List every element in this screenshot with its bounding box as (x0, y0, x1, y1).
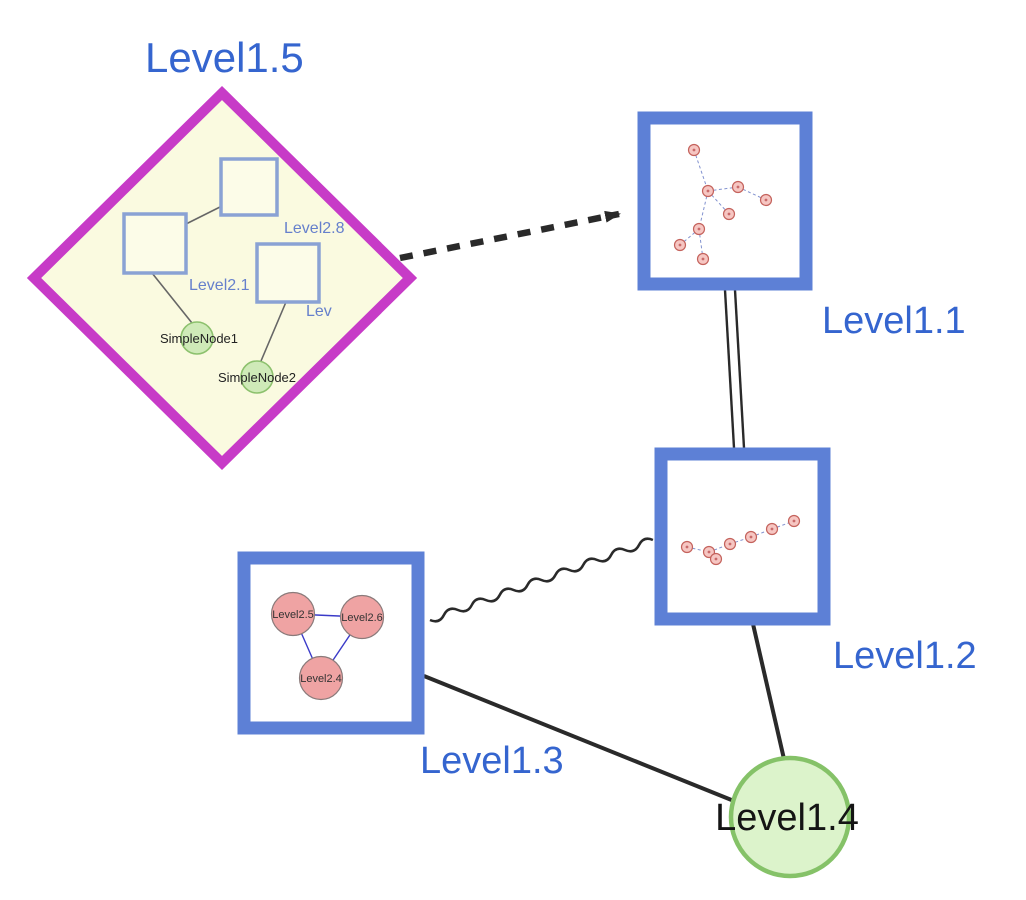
mini-node[interactable] (744, 530, 758, 544)
level14-circle-shape[interactable] (728, 755, 852, 879)
level13-label: Level1.3 (420, 740, 564, 782)
simplenode1-circle[interactable] (180, 321, 214, 355)
mini-node[interactable] (673, 238, 687, 252)
level11-box-shape[interactable] (637, 111, 813, 291)
level13-group-node: Level2.5 Level2.6 Level2.4 (237, 551, 425, 735)
level12-inner-graph (680, 514, 801, 566)
level26-label: Level2.6 (341, 612, 383, 624)
mini-node[interactable] (701, 184, 715, 198)
level13-box-shape[interactable] (237, 551, 425, 735)
level12-group-node (654, 447, 831, 626)
level21-square-node[interactable] (122, 212, 188, 275)
level15-diamond-shape[interactable] (26, 85, 418, 471)
level15-label: Level1.5 (145, 34, 304, 81)
level24-circle-node[interactable] (298, 655, 344, 701)
edge-square21-simplenode1[interactable] (151, 272, 193, 324)
level12-box-shape[interactable] (654, 447, 831, 626)
level14-node: Level1.4 (715, 755, 859, 879)
edge-level13-to-level14[interactable] (423, 674, 735, 803)
mini-node[interactable] (723, 537, 737, 551)
level25-circle-node[interactable] (270, 591, 316, 637)
level11-group-node (637, 111, 813, 291)
level24-label: Level2.4 (300, 673, 342, 685)
mini-node[interactable] (787, 514, 801, 528)
mini-node[interactable] (722, 207, 736, 221)
mini-node[interactable] (687, 143, 701, 157)
edge-level15-to-level11[interactable] (399, 210, 621, 262)
edge-square28-square21[interactable] (185, 205, 223, 225)
level21-label: Level2.1 (189, 277, 250, 294)
lev-label: Lev (306, 303, 332, 320)
mini-node[interactable] (696, 252, 710, 266)
level11-label: Level1.1 (822, 300, 966, 342)
mini-node[interactable] (765, 522, 779, 536)
edge-squarelev-simplenode2[interactable] (260, 301, 287, 362)
mini-node[interactable] (731, 180, 745, 194)
level15-group-node: Level2.8 Level2.1 Lev SimpleNode1 Simple… (26, 85, 418, 471)
simplenode2-label: SimpleNode2 (218, 370, 296, 385)
level12-label: Level1.2 (833, 635, 977, 677)
mini-node[interactable] (692, 222, 706, 236)
simplenode2-circle[interactable] (240, 360, 274, 394)
level14-label: Level1.4 (715, 797, 859, 839)
level26-circle-node[interactable] (339, 594, 385, 640)
level25-label: Level2.5 (272, 609, 314, 621)
lev-square-node[interactable] (255, 242, 321, 304)
simplenode1-label: SimpleNode1 (160, 331, 238, 346)
level28-label: Level2.8 (284, 220, 345, 237)
mini-node[interactable] (709, 552, 723, 566)
mini-node[interactable] (680, 540, 694, 554)
level28-square-node[interactable] (219, 157, 279, 217)
edge-level13-to-level12-wavy[interactable] (429, 537, 654, 623)
mini-node[interactable] (759, 193, 773, 207)
edge-level11-to-level12[interactable] (723, 289, 746, 449)
edge-level12-to-level14[interactable] (751, 623, 786, 760)
level11-inner-graph (673, 143, 773, 266)
